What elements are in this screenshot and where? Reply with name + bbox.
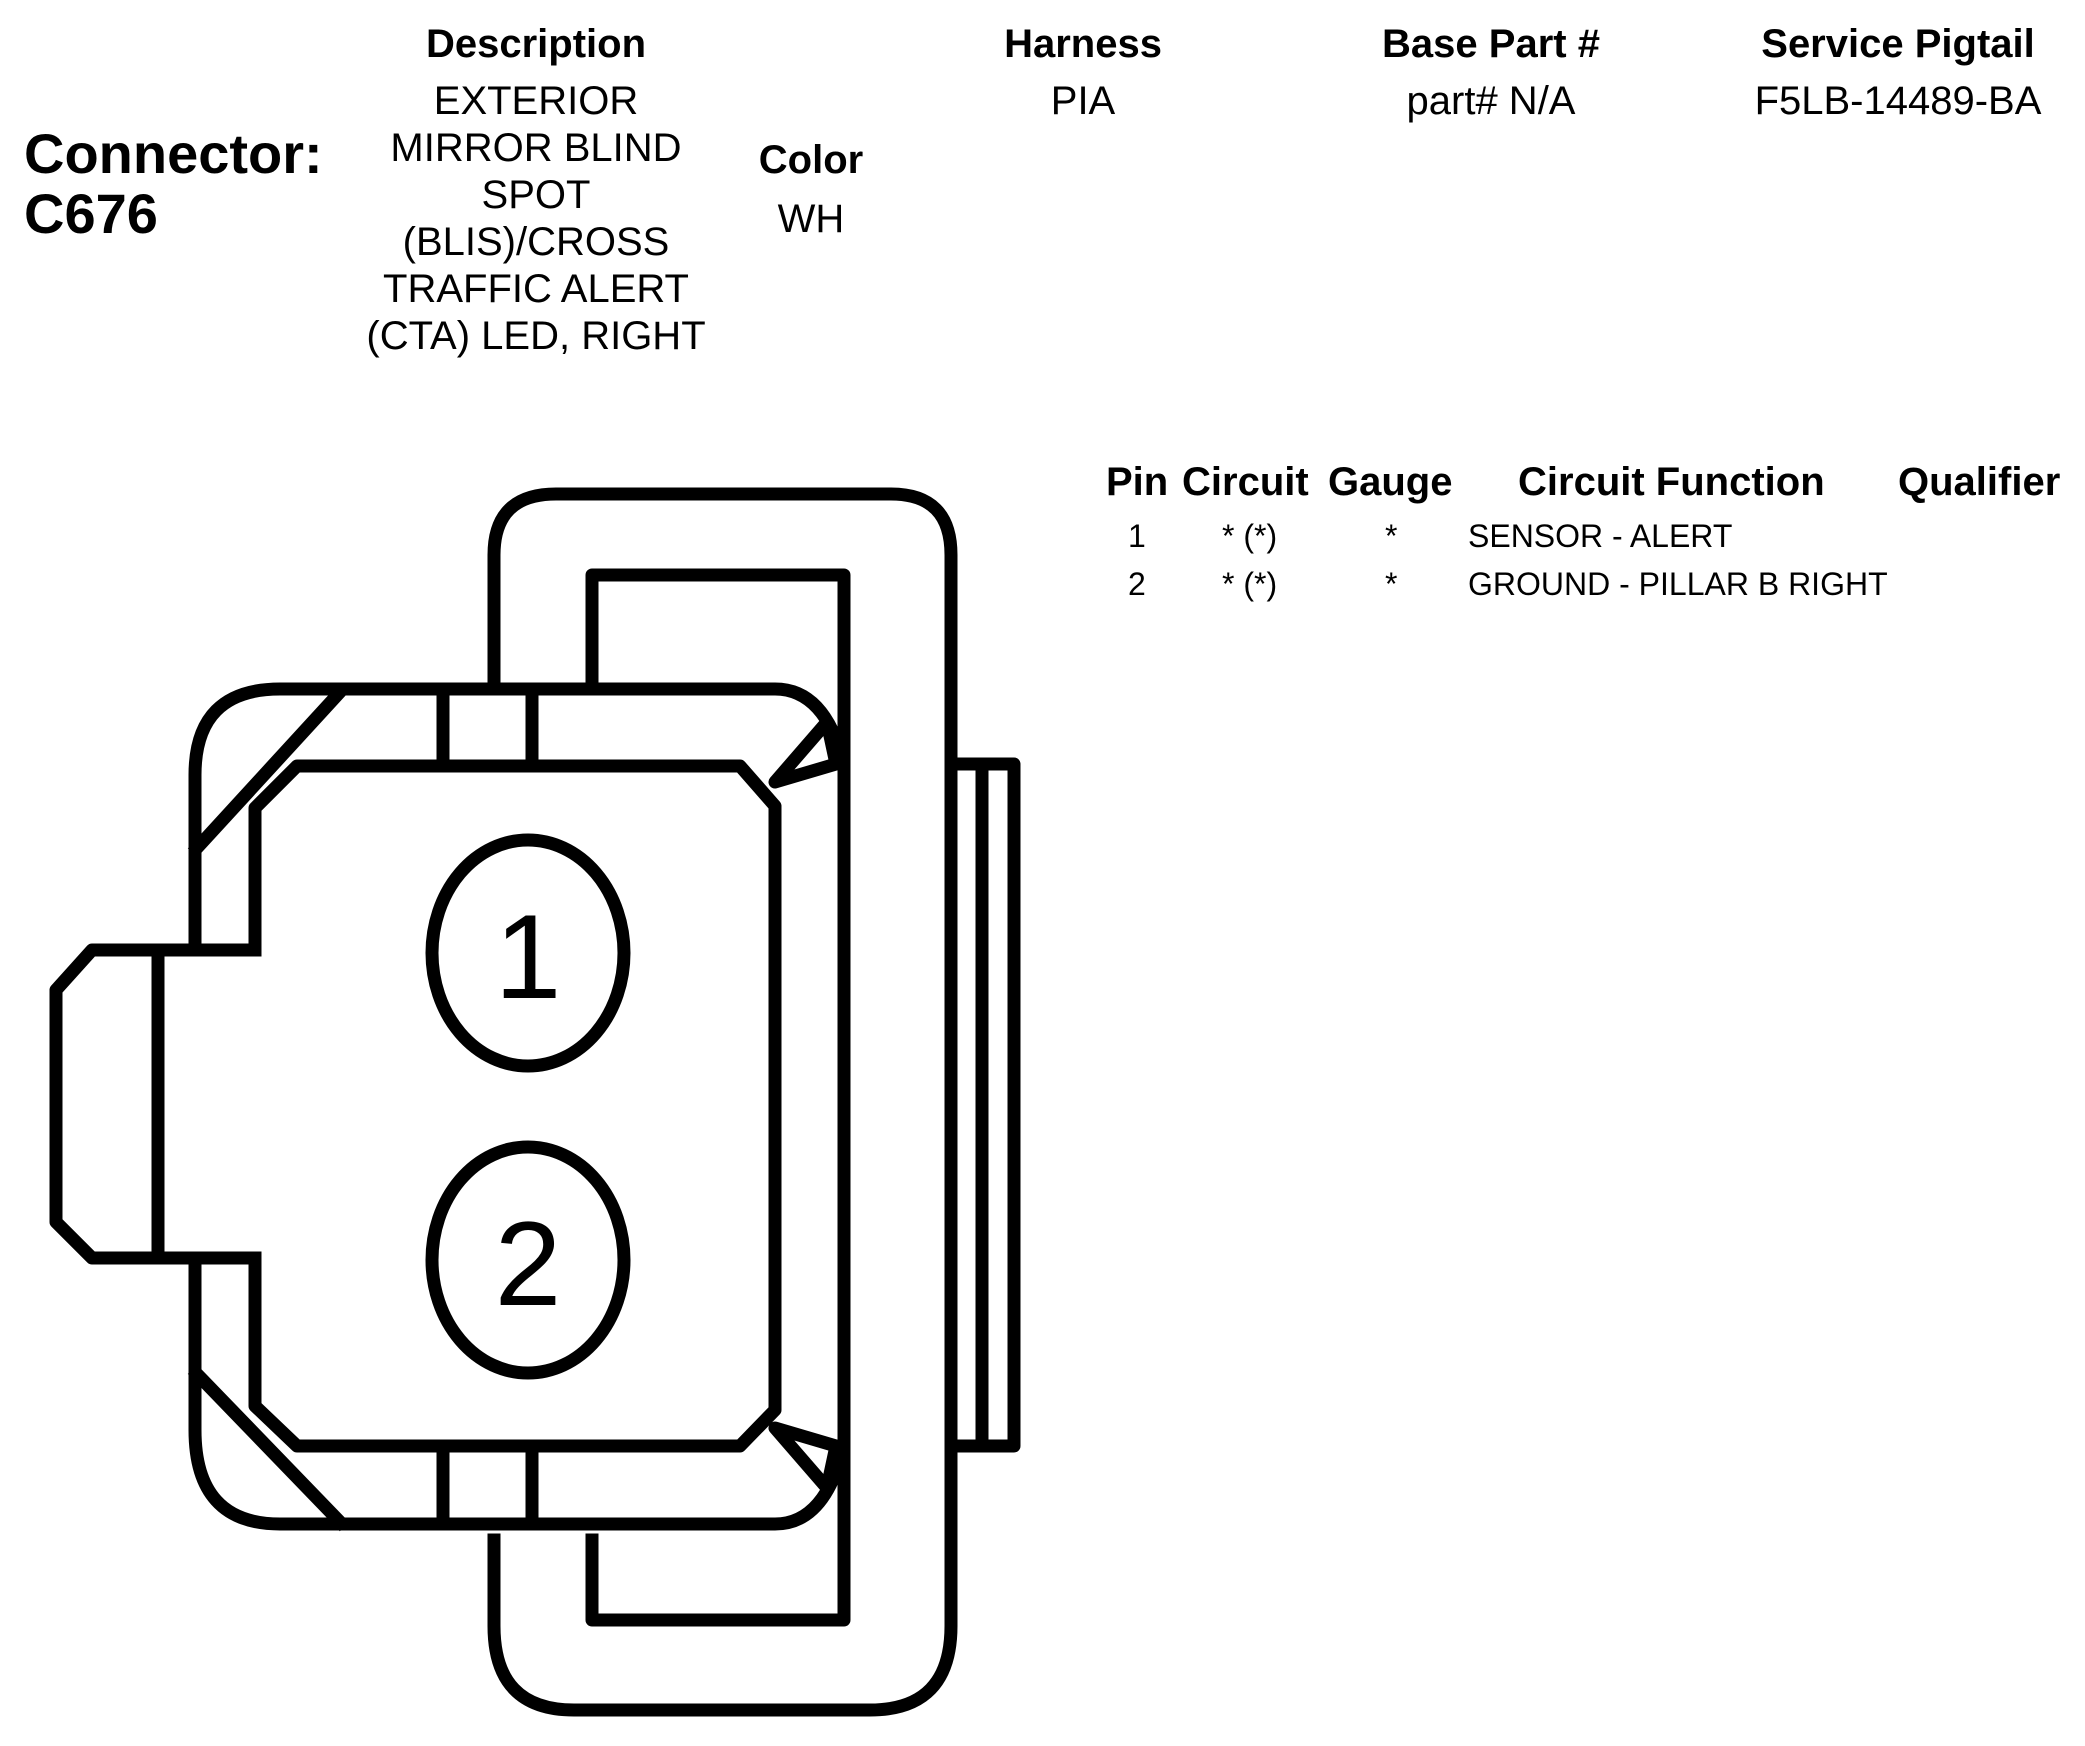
circuit-function-cell: GROUND - PILLAR B RIGHT — [1468, 566, 1888, 602]
circuit-function-cell: SENSOR - ALERT — [1468, 518, 1733, 554]
latch-housing-outline — [487, 487, 958, 1717]
description-value: EXTERIOR MIRROR BLIND SPOT (BLIS)/CROSS … — [366, 78, 705, 360]
latch-triangle-top — [768, 715, 843, 789]
latch-triangle-bottom — [768, 1421, 843, 1495]
inner-cavity-outline — [248, 759, 782, 1453]
pin-1-label: 1 — [495, 890, 562, 1024]
circuit-function-column-header: Circuit Function — [1518, 460, 1825, 504]
pin-2-label: 2 — [495, 1197, 562, 1331]
key-slot-bottom — [436, 1439, 539, 1531]
base-part-header: Base Part # — [1382, 22, 1600, 66]
color-value: WH — [777, 197, 845, 241]
circuit-column-header: Circuit — [1182, 460, 1309, 504]
service-pigtail-value: F5LB-14489-BA — [1754, 79, 2042, 123]
pin-column-header: Pin — [1106, 460, 1169, 504]
harness-header: Harness — [1004, 22, 1162, 66]
base-part-value: part# N/A — [1406, 79, 1576, 123]
description-line: TRAFFIC ALERT — [383, 267, 689, 311]
harness-value: PIA — [1050, 79, 1116, 123]
corner-brace — [187, 1364, 350, 1532]
corner-brace — [187, 682, 350, 858]
color-header: Color — [758, 138, 864, 182]
description-line: (BLIS)/CROSS — [402, 220, 670, 264]
key-slot-top — [436, 682, 539, 773]
qualifier-column-header: Qualifier — [1898, 460, 2061, 504]
circuit-cell: * (*) — [1222, 518, 1278, 554]
service-pigtail-header: Service Pigtail — [1761, 22, 2035, 66]
left-tab-outline — [49, 943, 262, 1265]
pin-cell: 2 — [1128, 566, 1146, 602]
connector-label: Connector: — [24, 122, 323, 185]
description-line: EXTERIOR — [433, 79, 639, 123]
gauge-cell: * — [1385, 518, 1398, 554]
pin-2-circle — [425, 1140, 631, 1380]
right-rib-outline — [944, 757, 1021, 1453]
description-header: Description — [425, 22, 647, 66]
circuit-cell: * (*) — [1222, 566, 1278, 602]
description-line: (CTA) LED, RIGHT — [366, 314, 706, 358]
connector-title: Connector: C676 — [24, 124, 323, 244]
description-line: MIRROR BLIND — [390, 126, 682, 170]
pin-cell: 1 — [1128, 518, 1146, 554]
pin-1-circle — [425, 833, 631, 1073]
outer-shell-outline — [188, 682, 851, 1531]
gauge-cell: * — [1385, 566, 1398, 602]
description-line: SPOT — [481, 173, 591, 217]
connector-face-diagram: 1 2 — [49, 487, 1021, 1717]
connector-id: C676 — [24, 182, 158, 245]
gauge-column-header: Gauge — [1328, 460, 1453, 504]
